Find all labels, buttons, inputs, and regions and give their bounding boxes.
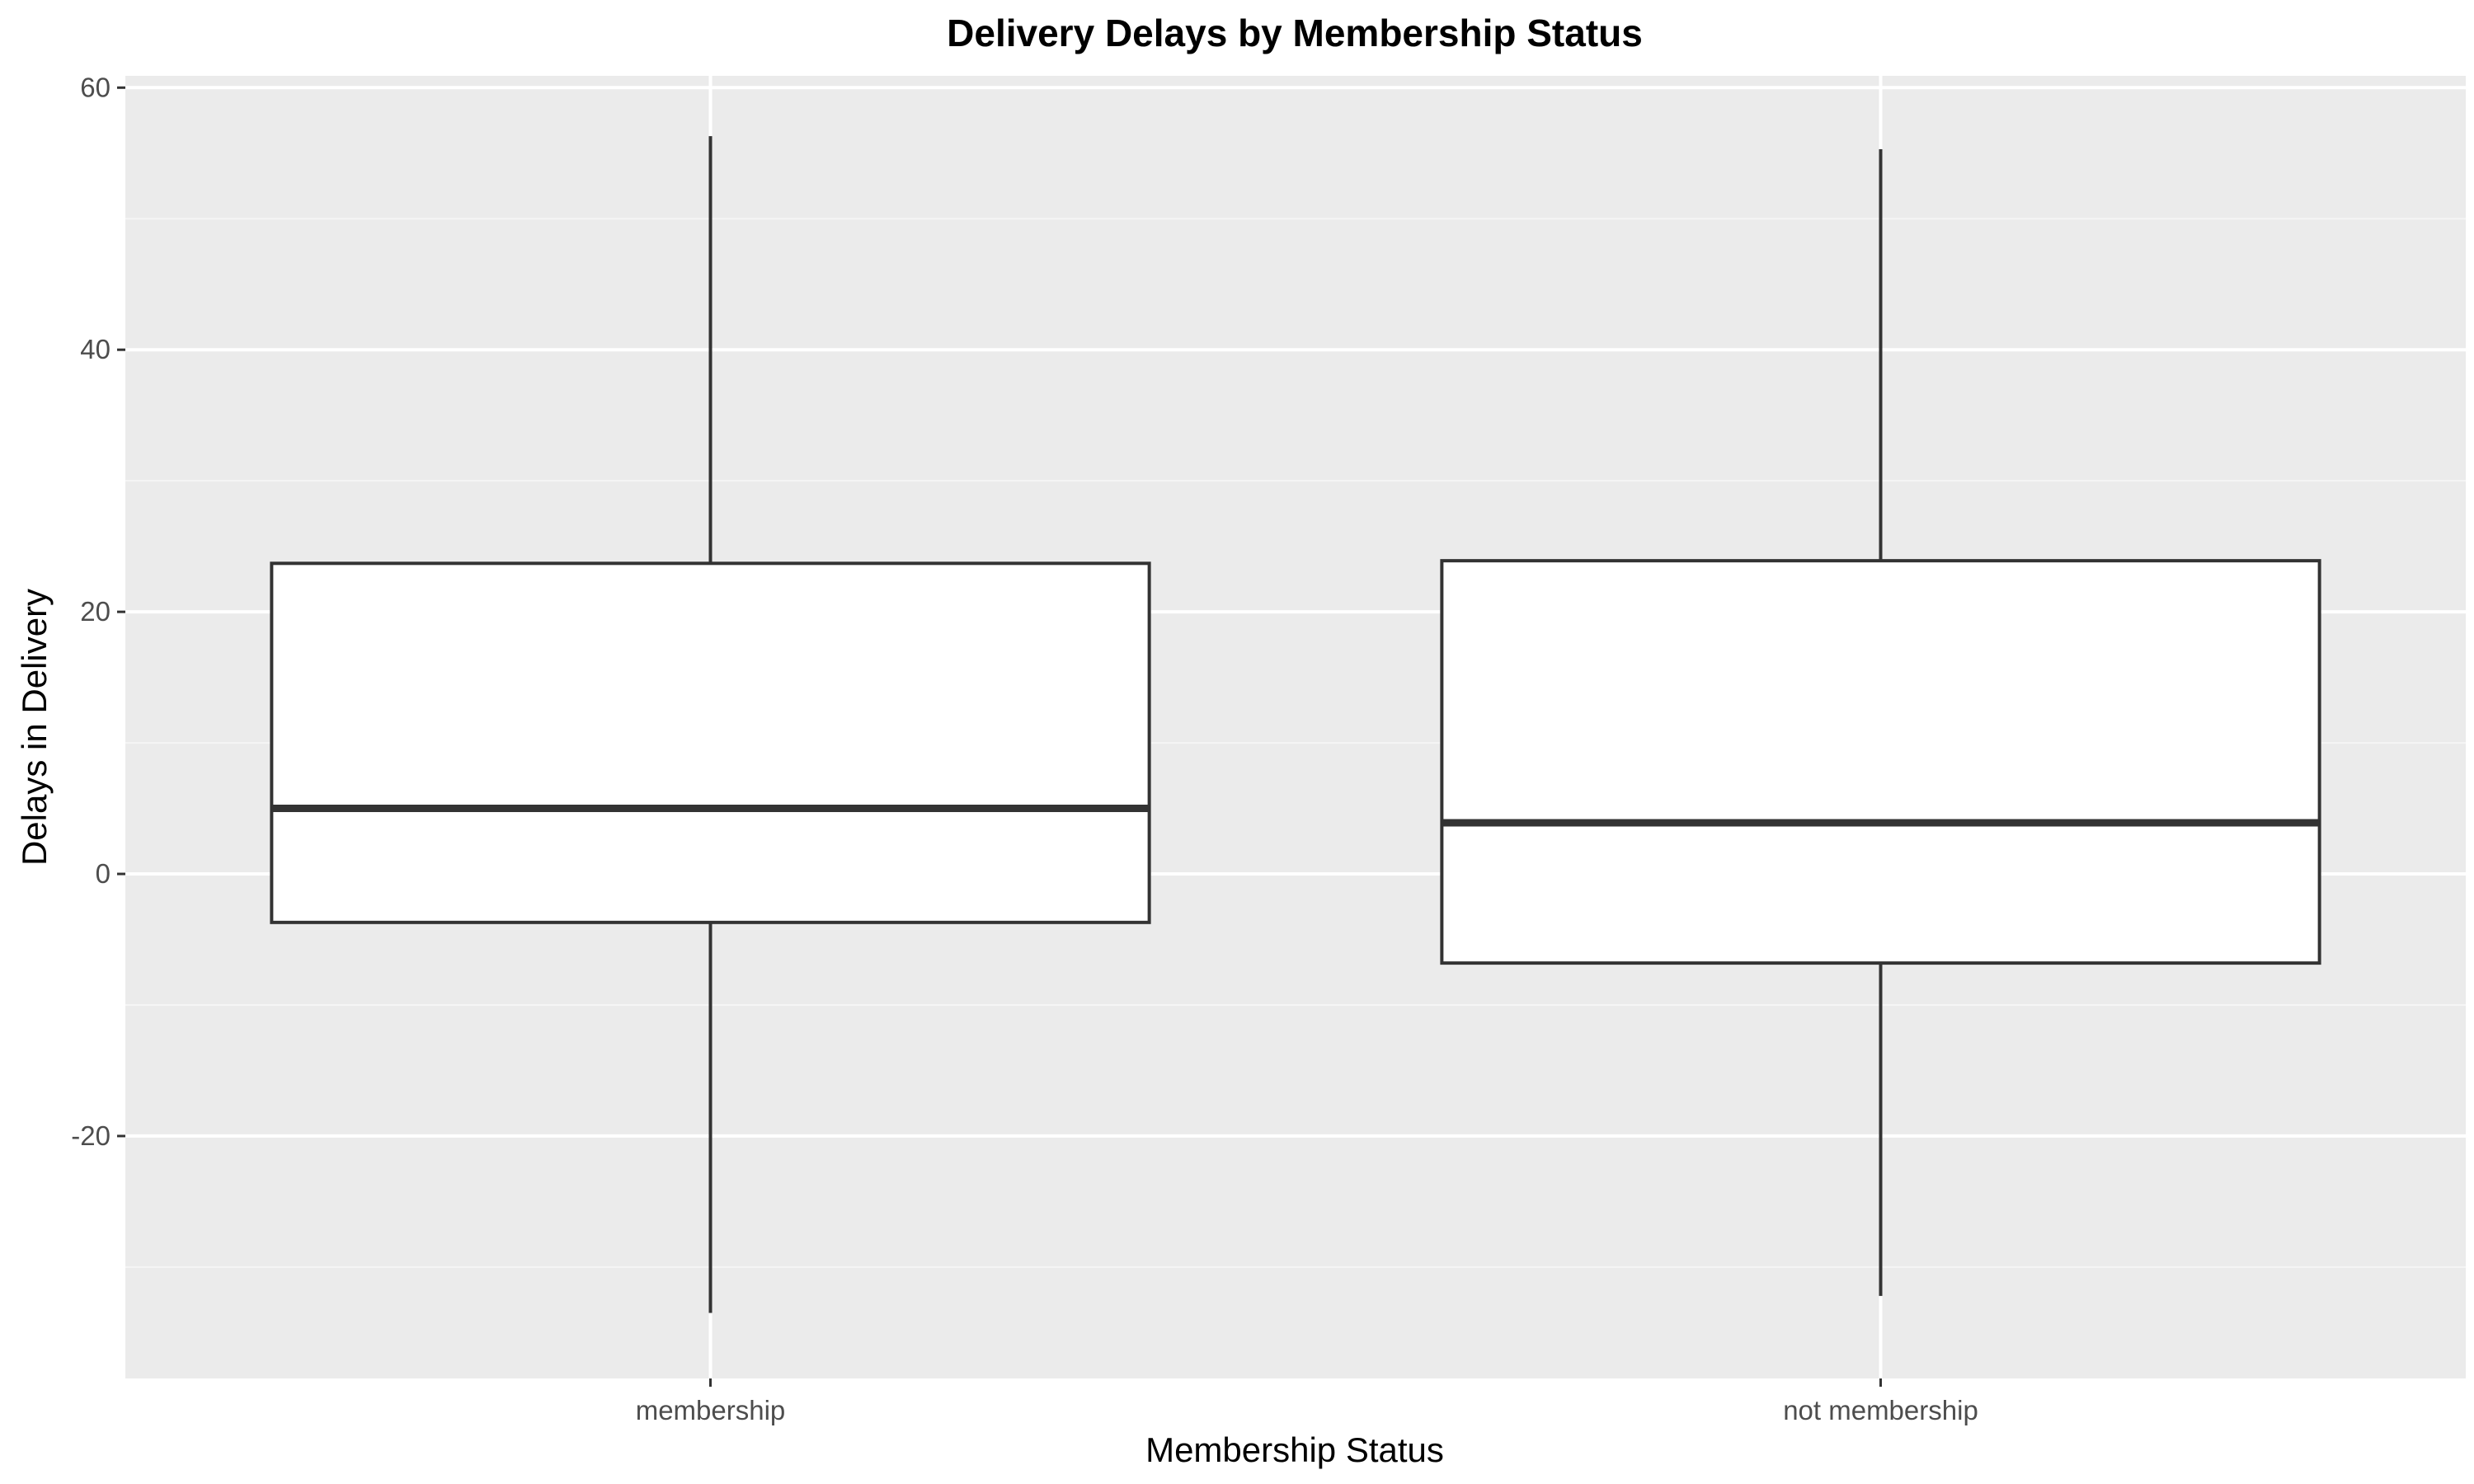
x-tick-label: membership	[636, 1395, 786, 1425]
y-axis-title: Delays in Delivery	[15, 589, 54, 866]
x-axis-title: Membership Status	[1145, 1430, 1444, 1469]
y-tick-label: 20	[80, 596, 111, 627]
y-tick-label: 0	[96, 858, 111, 889]
x-axis: membership not membership	[636, 1378, 1978, 1425]
y-axis: -20 0 20 40 60	[71, 72, 125, 1151]
box-membership	[270, 136, 1151, 1313]
y-tick-label: 40	[80, 334, 111, 364]
box-iqr	[270, 561, 1151, 924]
box-iqr	[1440, 559, 2321, 965]
x-tick-label: not membership	[1783, 1395, 1978, 1425]
y-tick-label: -20	[71, 1120, 111, 1151]
box-not-membership	[1440, 149, 2321, 1296]
box-series	[270, 136, 2321, 1313]
y-tick-label: 60	[80, 72, 111, 102]
chart-title: Delivery Delays by Membership Status	[947, 12, 1643, 54]
